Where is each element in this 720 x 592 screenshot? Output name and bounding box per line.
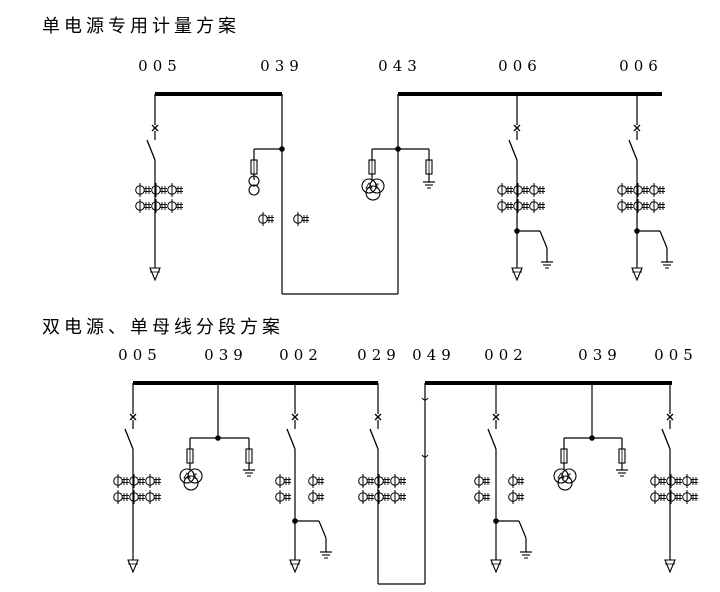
d2-code-1: 005 bbox=[118, 346, 162, 364]
d1-feeder-006-a bbox=[498, 94, 554, 281]
d2-feeder-005-left bbox=[114, 383, 161, 573]
d2-code-2: 039 bbox=[204, 346, 248, 364]
d2-code-4: 029 bbox=[357, 346, 401, 364]
d1-code-2: 039 bbox=[260, 57, 304, 75]
d2-code-7: 039 bbox=[578, 346, 622, 364]
d2-vt-039-left bbox=[179, 383, 256, 491]
d1-feeder-006-b bbox=[618, 94, 674, 281]
d2-feeder-005-right bbox=[651, 383, 698, 573]
diagram2-title: 双电源、单母线分段方案 bbox=[42, 317, 284, 338]
d1-code-1: 005 bbox=[138, 57, 182, 75]
d1-feeder-005 bbox=[136, 94, 183, 281]
d1-code-4: 006 bbox=[498, 57, 542, 75]
d2-vt-039-right bbox=[553, 383, 629, 491]
d1-code-5: 006 bbox=[619, 57, 663, 75]
d2-feeder-002-right bbox=[474, 383, 533, 573]
d2-bus-tie bbox=[359, 383, 429, 585]
d2-code-5: 049 bbox=[412, 346, 456, 364]
d2-code-6: 002 bbox=[484, 346, 528, 364]
d2-code-8: 005 bbox=[654, 346, 698, 364]
d1-code-3: 043 bbox=[378, 57, 422, 75]
d1-metering-loop bbox=[248, 94, 436, 295]
d2-feeder-002-left bbox=[275, 383, 333, 573]
d2-code-3: 002 bbox=[279, 346, 323, 364]
diagram1-title: 单电源专用计量方案 bbox=[42, 16, 240, 37]
